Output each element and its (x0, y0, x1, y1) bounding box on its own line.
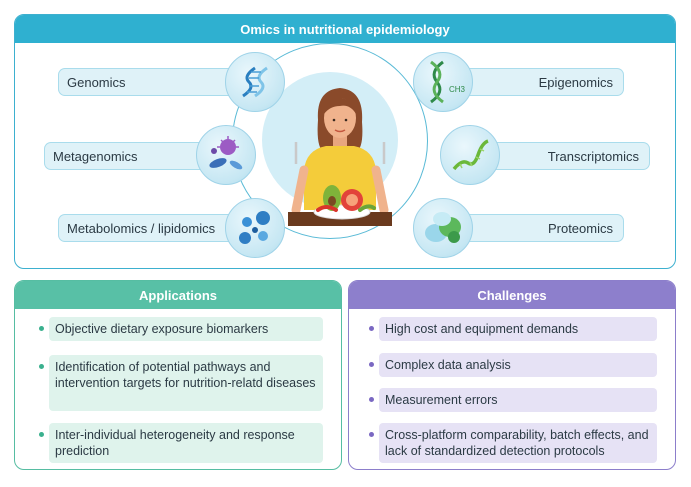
metabolomics-label: Metabolomics / lipidomics (67, 220, 216, 236)
omics-label-genomics: Genomics (58, 68, 254, 96)
challenge-item: Complex data analysis (379, 353, 657, 377)
bullet-dot (369, 432, 374, 437)
methyl-label: CH3 (449, 85, 465, 94)
challenge-item: High cost and equipment demands (379, 317, 657, 341)
bullet-dot (39, 326, 44, 331)
challenges-title: Challenges (349, 281, 675, 309)
metagenomics-label: Metagenomics (53, 148, 138, 164)
application-item: Inter-individual heterogeneity and respo… (49, 423, 323, 463)
transcriptomics-label: Transcriptomics (547, 148, 639, 164)
challenge-item: Measurement errors (379, 388, 657, 412)
applications-panel: Applications Objective dietary exposure … (14, 280, 342, 470)
omics-label-metabolomics: Metabolomics / lipidomics (58, 214, 254, 242)
woman-eating-illustration (288, 88, 392, 226)
challenges-panel: Challenges High cost and equipment deman… (348, 280, 676, 470)
proteomics-label: Proteomics (547, 220, 613, 236)
rna-strand-icon (440, 125, 500, 185)
microbes-icon (196, 125, 256, 185)
bullet-dot (369, 397, 374, 402)
application-item: Objective dietary exposure biomarkers (49, 317, 323, 341)
omics-panel-title: Omics in nutritional epidemiology (15, 15, 675, 43)
methylated-dna-icon: CH3 (413, 52, 473, 112)
application-item: Identification of potential pathways and… (49, 355, 323, 411)
bullet-dot (369, 326, 374, 331)
epigenomics-label: Epigenomics (538, 74, 613, 90)
challenge-item: Cross-platform comparability, batch effe… (379, 423, 657, 463)
molecules-icon (225, 198, 285, 258)
dna-double-helix-icon (225, 52, 285, 112)
protein-structure-icon (413, 198, 473, 258)
applications-title: Applications (15, 281, 341, 309)
bullet-dot (39, 432, 44, 437)
bullet-dot (369, 362, 374, 367)
bullet-dot (39, 364, 44, 369)
genomics-label: Genomics (67, 74, 126, 90)
